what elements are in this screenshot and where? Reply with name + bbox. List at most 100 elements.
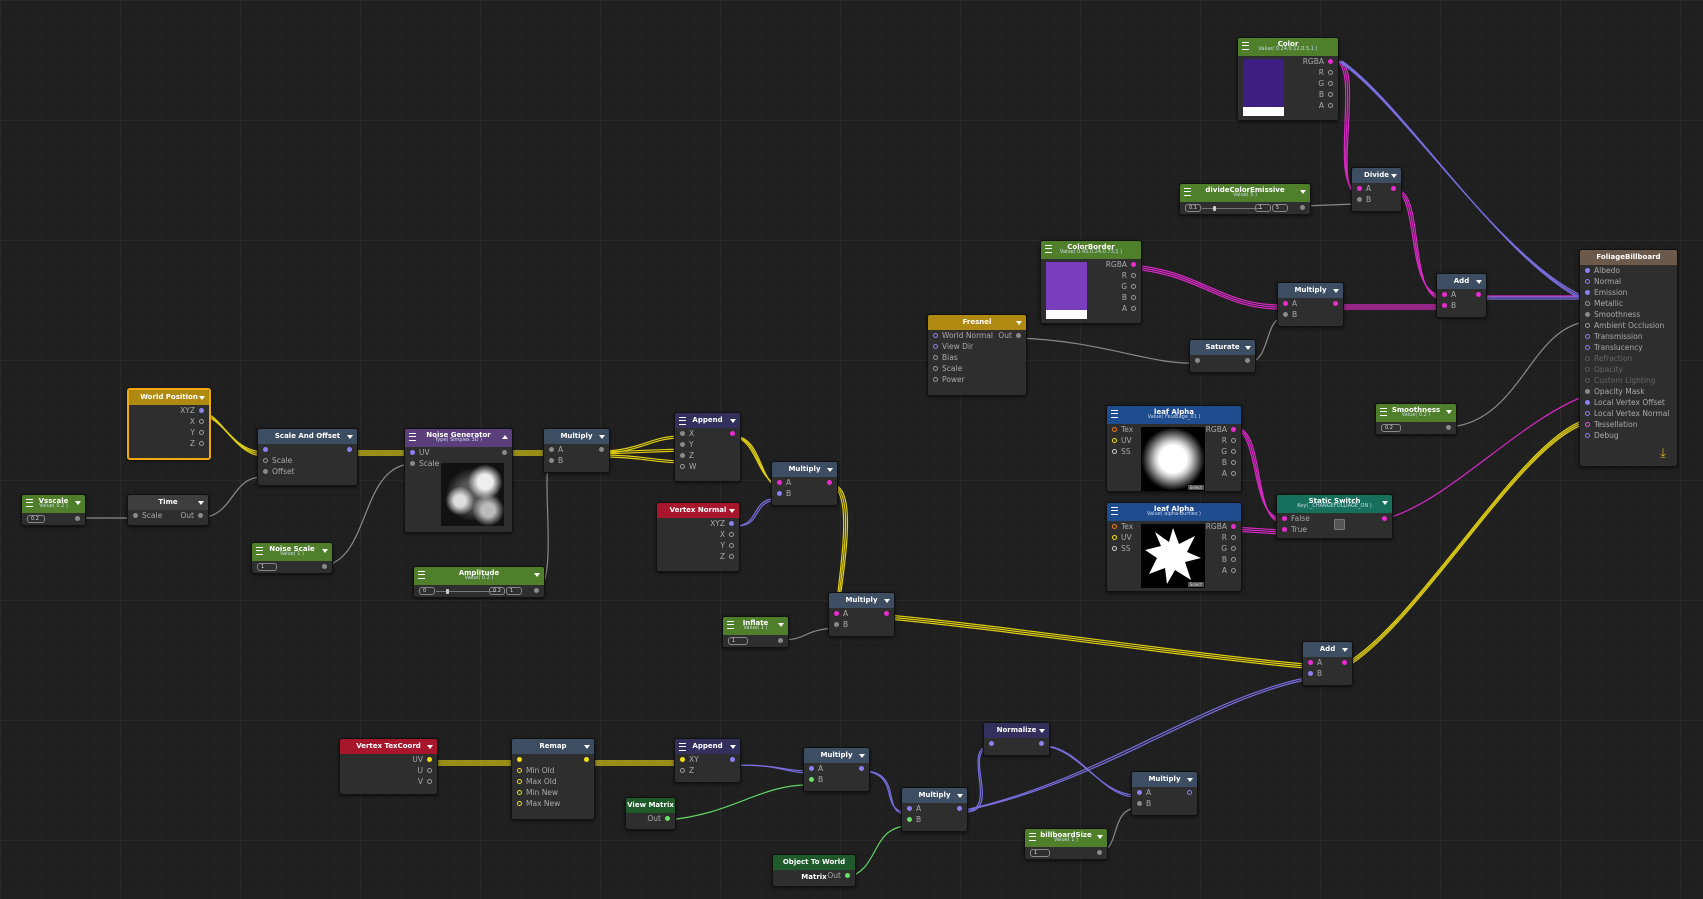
menu-icon[interactable]	[26, 499, 33, 507]
output-port[interactable]	[859, 766, 864, 771]
menu-icon[interactable]	[1111, 507, 1118, 515]
node-header[interactable]: Multiply	[544, 429, 609, 444]
input-port[interactable]	[1442, 303, 1447, 308]
output-port[interactable]	[665, 816, 670, 821]
output-port[interactable]	[427, 757, 432, 762]
value-field[interactable]: 1	[728, 637, 748, 645]
output-port[interactable]	[1131, 306, 1136, 311]
output-port[interactable]	[1231, 535, 1236, 540]
node-add[interactable]: Add A B	[1302, 641, 1353, 686]
node-header[interactable]: Append	[675, 413, 740, 428]
input-port[interactable]	[933, 377, 938, 382]
output-port[interactable]	[198, 513, 203, 518]
node-header[interactable]: Multiply	[772, 462, 837, 477]
menu-icon[interactable]	[1184, 188, 1191, 196]
output-port[interactable]	[1328, 70, 1333, 75]
value-field[interactable]: 1	[1030, 849, 1050, 857]
node-multiply[interactable]: Multiply A B	[1277, 282, 1344, 327]
node-view-matrix[interactable]: View Matrix Out	[625, 797, 676, 830]
input-port[interactable]	[549, 458, 554, 463]
output-port[interactable]	[1333, 301, 1338, 306]
output-port[interactable]	[427, 768, 432, 773]
input-port[interactable]	[517, 768, 522, 773]
output-port[interactable]	[584, 757, 589, 762]
node-header[interactable]: Multiply	[829, 593, 894, 608]
node-multiply[interactable]: Multiply A B	[803, 747, 870, 792]
texture-preview[interactable]: Select	[1141, 427, 1205, 491]
node-header[interactable]: Saturate	[1190, 340, 1255, 355]
output-port[interactable]	[1231, 449, 1236, 454]
node-add[interactable]: Add A B	[1436, 273, 1487, 318]
input-port[interactable]	[1357, 197, 1362, 202]
output-port[interactable]	[1131, 262, 1136, 267]
value-slider[interactable]	[1202, 208, 1262, 209]
output-port[interactable]	[1382, 516, 1387, 521]
node-vertex-normal[interactable]: Vertex Normal XYZ X Y Z	[656, 502, 740, 572]
output-port[interactable]	[534, 588, 539, 593]
output-port[interactable]	[1328, 92, 1333, 97]
input-port[interactable]	[1282, 516, 1287, 521]
input-port[interactable]	[1585, 378, 1590, 383]
menu-icon[interactable]	[1029, 833, 1036, 841]
value-field[interactable]: 1	[506, 587, 522, 595]
input-port[interactable]	[1112, 524, 1117, 529]
output-port[interactable]	[1231, 460, 1236, 465]
color-swatch[interactable]	[1243, 59, 1284, 116]
node-divide[interactable]: Divide A B	[1351, 167, 1402, 212]
output-port[interactable]	[1187, 790, 1192, 795]
max-field[interactable]: 0.2	[489, 587, 505, 595]
input-port[interactable]	[1112, 546, 1117, 551]
output-port[interactable]	[1245, 358, 1250, 363]
input-port[interactable]	[1585, 301, 1590, 306]
input-port[interactable]	[1112, 427, 1117, 432]
node-header[interactable]: Divide	[1352, 168, 1401, 183]
input-port[interactable]	[777, 480, 782, 485]
input-port[interactable]	[809, 777, 814, 782]
input-port[interactable]	[680, 431, 685, 436]
input-port[interactable]	[263, 447, 268, 452]
node-foliage-billboard-output[interactable]: FoliageBillboard Albedo Normal Emission …	[1579, 249, 1678, 467]
output-port[interactable]	[1097, 850, 1102, 855]
node-world-position[interactable]: World Position XYZ X Y Z	[127, 388, 211, 460]
output-port[interactable]	[1328, 81, 1333, 86]
texture-preview[interactable]: Select	[1141, 524, 1205, 588]
node-header[interactable]: Vertex TexCoord	[340, 739, 437, 754]
menu-icon[interactable]	[1111, 410, 1118, 418]
input-port[interactable]	[1585, 356, 1590, 361]
node-multiply[interactable]: Multiply A B	[543, 428, 610, 473]
menu-icon[interactable]	[1045, 245, 1052, 253]
node-header[interactable]: Time	[128, 495, 208, 510]
input-port[interactable]	[1357, 186, 1362, 191]
node-header[interactable]: Fresnel	[928, 315, 1026, 330]
output-port[interactable]	[827, 480, 832, 485]
node-append[interactable]: Append XY Z	[674, 738, 741, 783]
input-port[interactable]	[1195, 358, 1200, 363]
input-port[interactable]	[1585, 345, 1590, 350]
output-port[interactable]	[729, 543, 734, 548]
node-remap[interactable]: Remap Min Old Max Old Min New Max New	[511, 738, 595, 820]
value-slider[interactable]	[436, 591, 496, 592]
output-port[interactable]	[730, 757, 735, 762]
input-port[interactable]	[1308, 671, 1313, 676]
node-saturate[interactable]: Saturate	[1189, 339, 1256, 373]
output-port[interactable]	[1391, 186, 1396, 191]
select-button[interactable]: Select	[1187, 582, 1204, 587]
menu-icon[interactable]	[1380, 408, 1387, 416]
node-header[interactable]: View Matrix	[626, 798, 675, 813]
output-port[interactable]	[1231, 438, 1236, 443]
node-header[interactable]: Normalize	[984, 723, 1049, 738]
output-port[interactable]	[845, 873, 850, 878]
input-port[interactable]	[133, 513, 138, 518]
